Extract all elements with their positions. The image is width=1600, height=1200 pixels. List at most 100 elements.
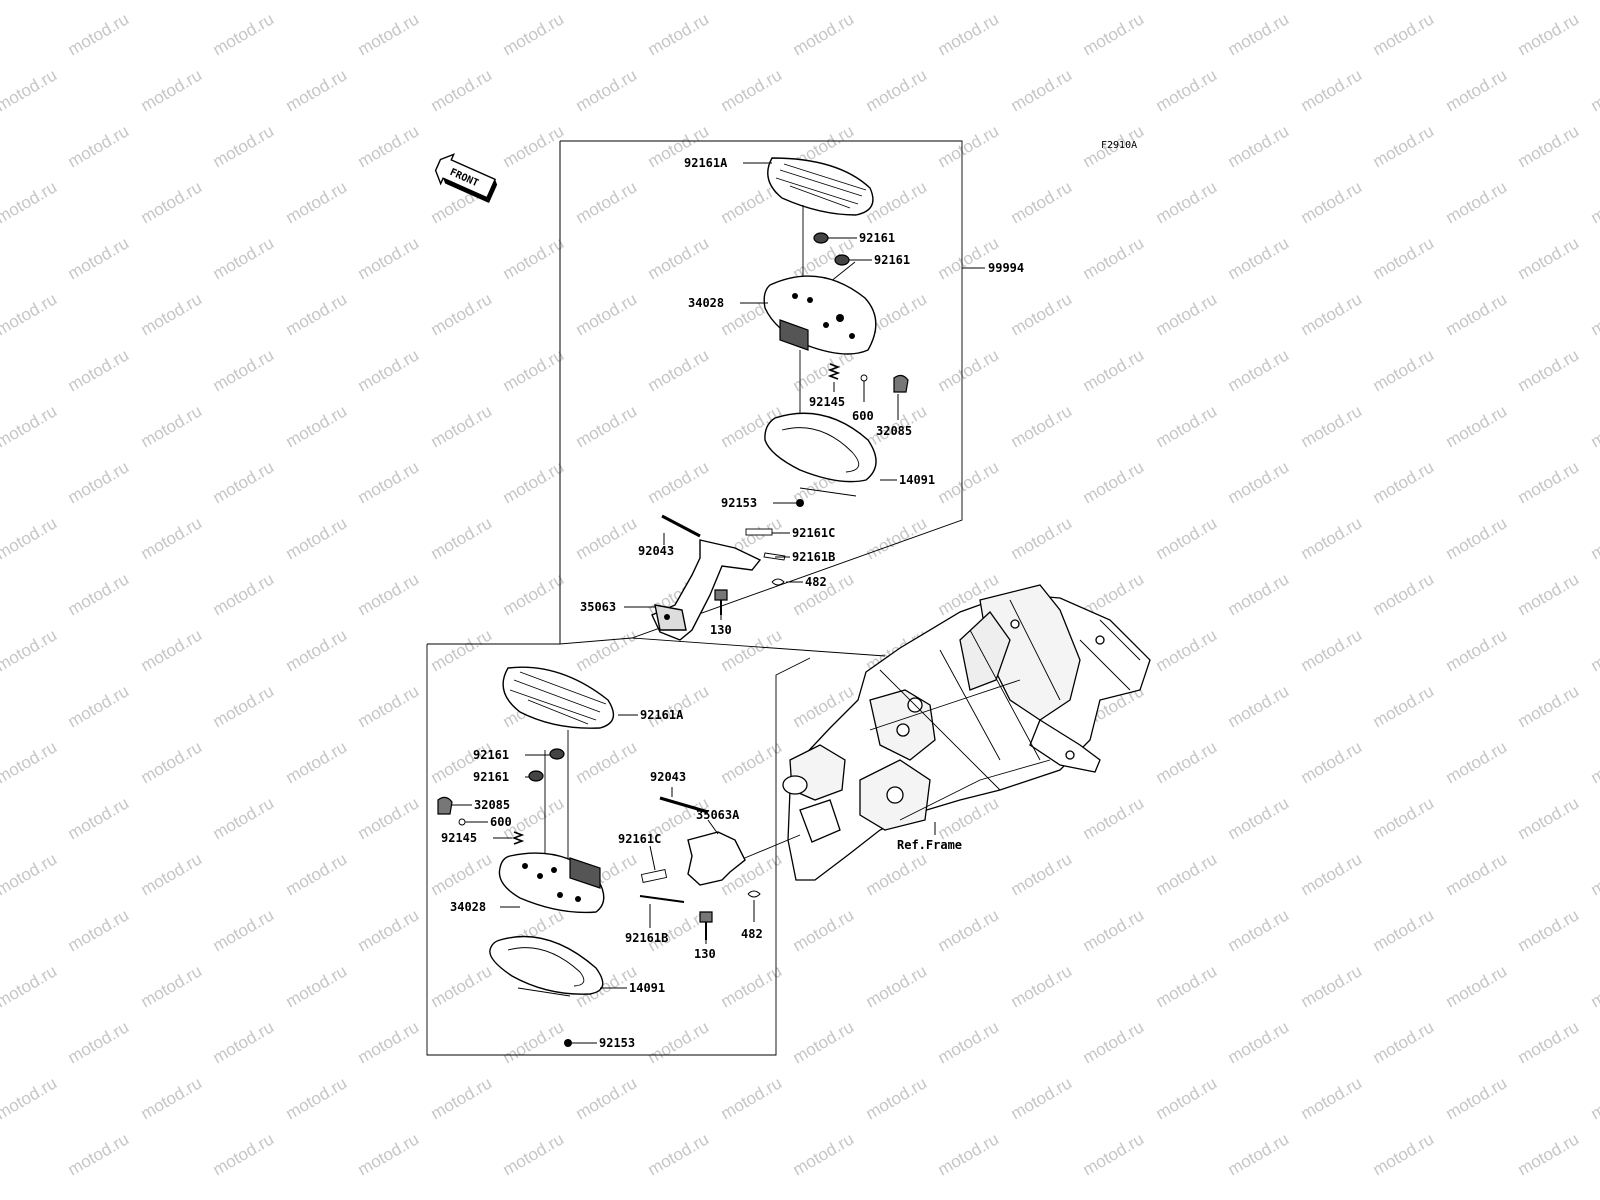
upper-footboard-pad [767, 157, 874, 216]
lower-bracket-line [517, 987, 571, 997]
front-arrow-icon: FRONT [434, 153, 498, 203]
upper-footboard [763, 275, 877, 355]
watermark-text: motod.ru [428, 625, 496, 675]
watermark-text: motod.ru [65, 681, 133, 731]
upper-damper-1 [813, 232, 829, 244]
watermark-text: motod.ru [428, 849, 496, 899]
upper-label-screw: 92153 [721, 496, 757, 510]
watermark-text: motod.ru [1443, 177, 1511, 227]
watermark-text: motod.ru [790, 1129, 858, 1179]
watermark-text: motod.ru [283, 1073, 351, 1123]
watermark-text: motod.ru [65, 793, 133, 843]
watermark-text: motod.ru [138, 625, 206, 675]
upper-label-damper-2: 92161 [874, 253, 910, 267]
watermark-text: motod.ru [138, 513, 206, 563]
watermark-text: motod.ru [1515, 1129, 1583, 1179]
watermark-text: motod.ru [1008, 177, 1076, 227]
watermark-text: motod.ru [1515, 121, 1583, 171]
upper-label-pin: 92043 [638, 544, 674, 558]
watermark-text: motod.ru [210, 1017, 278, 1067]
watermark-text: motod.ru [500, 569, 568, 619]
watermark-text: motod.ru [573, 65, 641, 115]
watermark-text: motod.ru [1080, 793, 1148, 843]
lower-assembly-outline-top [427, 141, 561, 645]
lower-label-footboard: 34028 [450, 900, 486, 914]
upper-bracket-line [799, 487, 857, 497]
watermark-text: motod.ru [935, 457, 1003, 507]
watermark-text: motod.ru [138, 401, 206, 451]
watermark-text: motod.ru [573, 289, 641, 339]
watermark-text: motod.ru [1008, 849, 1076, 899]
watermark-text: motod.ru [355, 1017, 423, 1067]
lower-cover [489, 935, 604, 995]
watermark-text: motod.ru [1008, 401, 1076, 451]
watermark-text: motod.ru [138, 65, 206, 115]
lower-footboard-pad [502, 666, 615, 729]
watermark-text: motod.ru [935, 121, 1003, 171]
watermark-text: motod.ru [65, 1017, 133, 1067]
watermark-text: motod.ru [935, 9, 1003, 59]
watermark-text: motod.ru [428, 1073, 496, 1123]
watermark-text: motod.ru [1153, 961, 1221, 1011]
watermark-text: motod.ru [1588, 289, 1600, 339]
watermark-text: motod.ru [210, 457, 278, 507]
watermark-text: motod.ru [1298, 961, 1366, 1011]
watermark-text: motod.ru [718, 0, 786, 3]
upper-label-ball: 600 [852, 409, 874, 423]
watermark-text: motod.ru [1225, 233, 1293, 283]
watermark-text: motod.ru [210, 681, 278, 731]
watermark-text: motod.ru [1370, 793, 1438, 843]
watermark-text: motod.ru [1153, 289, 1221, 339]
lower-bracket [437, 796, 453, 815]
upper-label-footboard-pad: 92161A [684, 156, 728, 170]
watermark-text: motod.ru [428, 513, 496, 563]
watermark-text: motod.ru [1515, 345, 1583, 395]
watermark-text: motod.ru [1588, 1073, 1600, 1123]
watermark-text: motod.ru [935, 905, 1003, 955]
watermark-text: motod.ru [65, 569, 133, 619]
watermark-text: motod.ru [1588, 177, 1600, 227]
watermark-text: motod.ru [428, 0, 496, 3]
watermark-text: motod.ru [1515, 233, 1583, 283]
watermark-text: motod.ru [138, 737, 206, 787]
watermark-text: motod.ru [138, 177, 206, 227]
watermark-text: motod.ru [210, 905, 278, 955]
watermark-text: motod.ru [1008, 65, 1076, 115]
lower-label-ball: 600 [490, 815, 512, 829]
watermark-text: motod.ru [1080, 345, 1148, 395]
watermark-text: motod.ru [1298, 625, 1366, 675]
watermark-text: motod.ru [1588, 625, 1600, 675]
watermark-text: motod.ru [283, 961, 351, 1011]
watermark-text: motod.ru [1298, 737, 1366, 787]
watermark-text: motod.ru [355, 457, 423, 507]
upper-label-spring: 92145 [809, 395, 845, 409]
watermark-text: motod.ru [1298, 65, 1366, 115]
watermark-text: motod.ru [1370, 345, 1438, 395]
watermark-text: motod.ru [1153, 1073, 1221, 1123]
watermark-text: motod.ru [138, 1073, 206, 1123]
watermark-text: motod.ru [355, 9, 423, 59]
upper-to-frame-line [631, 637, 886, 657]
watermark-text: motod.ru [1588, 961, 1600, 1011]
watermark-text: motod.ru [573, 625, 641, 675]
lower-ball [458, 818, 466, 826]
watermark-text: motod.ru [863, 1073, 931, 1123]
watermark-text: motod.ru [1225, 1129, 1293, 1179]
watermark-text: motod.ru [500, 345, 568, 395]
lower-screw [564, 1039, 572, 1047]
lower-damper-1 [549, 748, 565, 760]
watermark-text: motod.ru [1008, 513, 1076, 563]
watermark-text: motod.ru [0, 177, 60, 227]
watermark-text: motod.ru [428, 289, 496, 339]
watermark-text: motod.ru [1515, 1017, 1583, 1067]
upper-ball [860, 374, 868, 382]
lower-holder [639, 796, 761, 940]
watermark-text: motod.ru [790, 905, 858, 955]
upper-cover [764, 412, 877, 483]
watermark-text: motod.ru [1443, 737, 1511, 787]
watermark-text: motod.ru [1225, 681, 1293, 731]
watermark-text: motod.ru [573, 513, 641, 563]
watermark-text: motod.ru [1008, 961, 1076, 1011]
upper-screw [796, 499, 804, 507]
lower-label-damper-b: 92161B [625, 931, 668, 945]
